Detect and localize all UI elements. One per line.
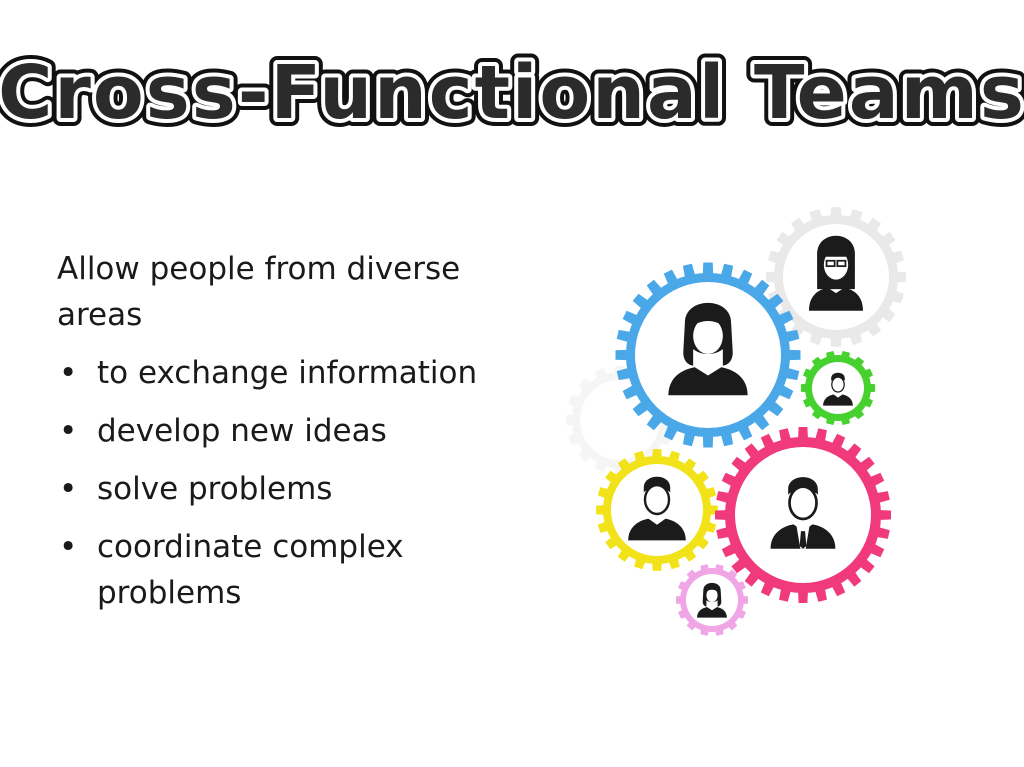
bullet-text: coordinate complex problems [97,529,404,611]
bullet-marker: • [59,355,78,391]
bullet-item: • to exchange information [57,350,507,396]
gears-svg [566,207,906,636]
bullet-text: develop new ideas [97,413,387,449]
bullet-item: • develop new ideas [57,408,507,454]
bullet-list: • to exchange information • develop new … [57,350,507,616]
bullet-marker: • [59,413,78,449]
gear-top-gray [766,207,906,347]
bullet-item: • coordinate complex problems [57,524,507,616]
team-gears-illustration [520,205,974,660]
gear-magenta [715,427,891,603]
intro-text: Allow people from diverse areas [57,251,461,333]
gear-yellow [596,449,718,571]
gear-green [800,351,876,425]
bullet-marker: • [59,471,78,507]
title-fill: Cross-Functional Teams [0,50,1024,136]
title-outline-mid: Cross-Functional Teams [0,50,1024,136]
bullet-text: solve problems [97,471,333,507]
bullet-text: to exchange information [97,355,478,391]
bullet-item: • solve problems [57,466,507,512]
bullet-marker: • [59,529,78,565]
gear-pink [676,564,748,636]
gear-blue [615,262,801,448]
slide-title: Cross-Functional Teams Cross-Functional … [0,40,1024,150]
content-text-block: Allow people from diverse areas • to exc… [57,246,507,628]
title-outline-outer: Cross-Functional Teams [0,50,1024,136]
